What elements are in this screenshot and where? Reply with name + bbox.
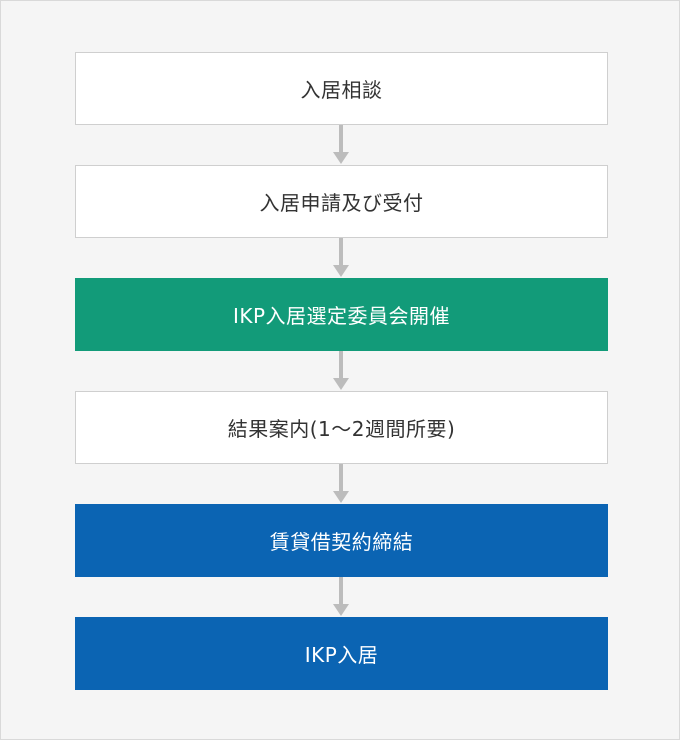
step-move-in: IKP入居 [75,617,608,690]
arrow-down-icon [75,464,608,504]
step-label: 入居相談 [300,78,383,102]
step-application: 入居申請及び受付 [75,165,608,238]
step-label: 入居申請及び受付 [259,191,424,215]
step-label: 結果案内(1〜2週間所要) [227,417,456,441]
step-selection-committee: IKP入居選定委員会開催 [75,278,608,351]
step-label: IKP入居 [304,643,379,667]
arrow-down-icon [75,238,608,278]
flow-diagram: 入居相談 入居申請及び受付 IKP入居選定委員会開催 結果案内(1〜2週間所要)… [75,52,608,690]
step-label: 賃貸借契約締結 [269,530,414,554]
step-consultation: 入居相談 [75,52,608,125]
arrow-down-icon [75,577,608,617]
step-result-notice: 結果案内(1〜2週間所要) [75,391,608,464]
arrow-down-icon [75,125,608,165]
step-label: IKP入居選定委員会開催 [232,304,451,328]
arrow-down-icon [75,351,608,391]
step-lease-contract: 賃貸借契約締結 [75,504,608,577]
